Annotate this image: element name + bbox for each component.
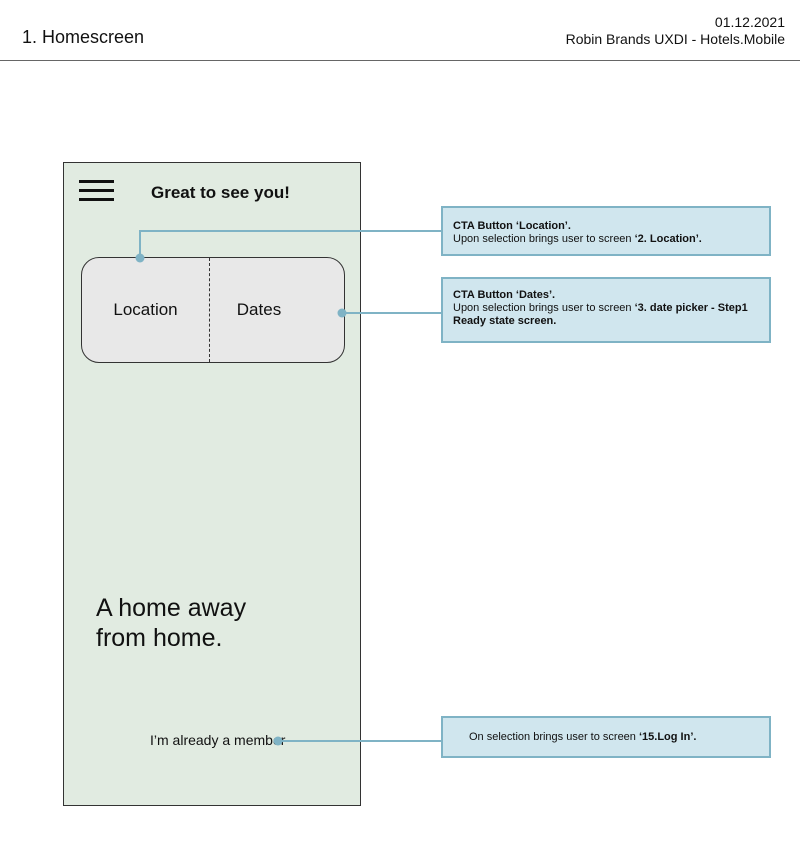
- dates-button[interactable]: Dates: [236, 300, 282, 319]
- annotation-member: On selection brings user to screen ‘15.L…: [441, 716, 771, 758]
- greeting-text: Great to see you!: [151, 183, 290, 202]
- annotation-dates-title: CTA Button ‘Dates’.: [453, 289, 556, 301]
- tagline: A home away from home.: [96, 593, 316, 653]
- annotation-dates-body: Upon selection brings user to screen: [453, 302, 635, 314]
- header-subtitle: Robin Brands UXDI - Hotels.Mobile: [565, 31, 785, 47]
- header-divider: [0, 60, 800, 61]
- annotation-location-target: ‘2. Location’.: [634, 233, 702, 245]
- search-box: Location Dates: [81, 257, 345, 363]
- annotation-location-title: CTA Button ‘Location’.: [453, 220, 571, 232]
- already-member-link[interactable]: I’m already a member: [150, 732, 286, 748]
- location-button[interactable]: Location: [82, 258, 210, 362]
- screen-title: 1. Homescreen: [22, 27, 145, 47]
- annotation-location-body: Upon selection brings user to screen: [453, 233, 635, 245]
- annotation-member-body: On selection brings user to screen: [469, 730, 639, 743]
- tagline-line-1: A home away: [96, 594, 247, 622]
- annotation-dates: CTA Button ‘Dates’. Upon selection bring…: [441, 277, 771, 343]
- annotation-location: CTA Button ‘Location’. Upon selection br…: [441, 206, 771, 256]
- hamburger-menu-icon[interactable]: [79, 180, 114, 202]
- header-date: 01.12.2021: [714, 14, 785, 30]
- header-meta: 01.12.2021 Robin Brands UXDI - Hotels.Mo…: [566, 14, 785, 48]
- annotation-member-target: ‘15.Log In’.: [638, 730, 697, 743]
- annotation-dates-target: ‘3. date picker - Step1 Ready state scre…: [453, 302, 748, 327]
- tagline-line-2: from home.: [96, 624, 223, 652]
- phone-screen: Great to see you! Location Dates A home …: [63, 162, 361, 806]
